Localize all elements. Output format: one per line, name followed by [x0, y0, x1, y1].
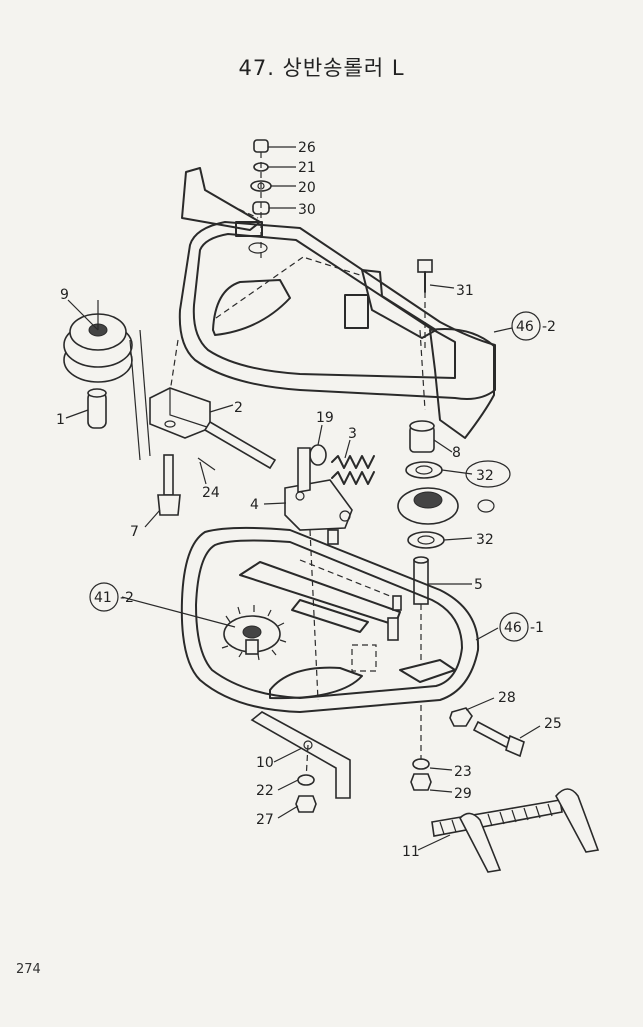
upper-frame — [169, 167, 496, 439]
label-31: 31 — [456, 283, 474, 299]
label-20: 20 — [298, 180, 316, 196]
label-19: 19 — [316, 410, 334, 426]
label-32-upper: 32 — [476, 468, 494, 484]
label-22: 22 — [256, 783, 274, 799]
bearing-32-lower — [407, 531, 445, 549]
bolt-25 — [472, 720, 525, 758]
label-46-2-suffix: -2 — [542, 319, 556, 335]
label-5: 5 — [474, 577, 483, 593]
label-24: 24 — [202, 485, 220, 501]
page-number: 274 — [16, 962, 41, 977]
label-9: 9 — [60, 287, 69, 303]
label-23: 23 — [454, 764, 472, 780]
label-29: 29 — [454, 786, 472, 802]
page-title: 47. 상반송롤러 L — [238, 56, 405, 80]
label-21: 21 — [298, 160, 316, 176]
nut-28 — [449, 707, 473, 727]
spring-3 — [309, 444, 375, 485]
bracket-shaft-2 — [149, 387, 277, 516]
bushing-1 — [87, 388, 107, 429]
label-32-lower: 32 — [476, 532, 494, 548]
conveyor-chain-11 — [431, 788, 600, 873]
nut-27 — [295, 795, 317, 813]
label-26: 26 — [298, 140, 316, 156]
label-2: 2 — [234, 400, 243, 416]
label-10: 10 — [256, 755, 274, 771]
shaft-5 — [413, 556, 429, 660]
label-46-1: 46 — [504, 620, 522, 636]
lower-frame — [180, 526, 480, 713]
label-41-2: 41 — [94, 590, 112, 606]
tension-arm-4 — [284, 447, 353, 545]
drive-sprocket-41-2 — [221, 605, 287, 661]
label-46-2: 46 — [516, 319, 534, 335]
callout-circle-46-2 — [511, 311, 541, 341]
bolt-31 — [417, 259, 433, 350]
label-11: 11 — [402, 844, 420, 860]
label-46-1-suffix: -1 — [530, 620, 544, 636]
label-7: 7 — [130, 524, 139, 540]
callout-circle-46-1 — [499, 612, 529, 642]
label-25: 25 — [544, 716, 562, 732]
callout-circle-41-2 — [89, 582, 119, 612]
label-4: 4 — [250, 497, 259, 513]
bearing-32-upper — [405, 461, 443, 479]
washer-23 — [412, 705, 430, 770]
label-28: 28 — [498, 690, 516, 706]
nut-29 — [410, 773, 432, 791]
label-41-2-suffix: -2 — [120, 590, 134, 606]
label-3: 3 — [348, 426, 357, 442]
idler-sprocket — [397, 487, 495, 525]
spacer-8 — [409, 420, 435, 453]
top-washer-stack — [250, 139, 272, 260]
label-8: 8 — [452, 445, 461, 461]
label-1: 1 — [56, 412, 65, 428]
bracket-10 — [250, 711, 351, 799]
pulley-9 — [63, 300, 151, 461]
washer-22 — [297, 774, 315, 786]
leader-lines — [65, 146, 541, 851]
label-27: 27 — [256, 812, 274, 828]
label-30: 30 — [298, 202, 316, 218]
callout-highlight-32 — [465, 460, 511, 488]
